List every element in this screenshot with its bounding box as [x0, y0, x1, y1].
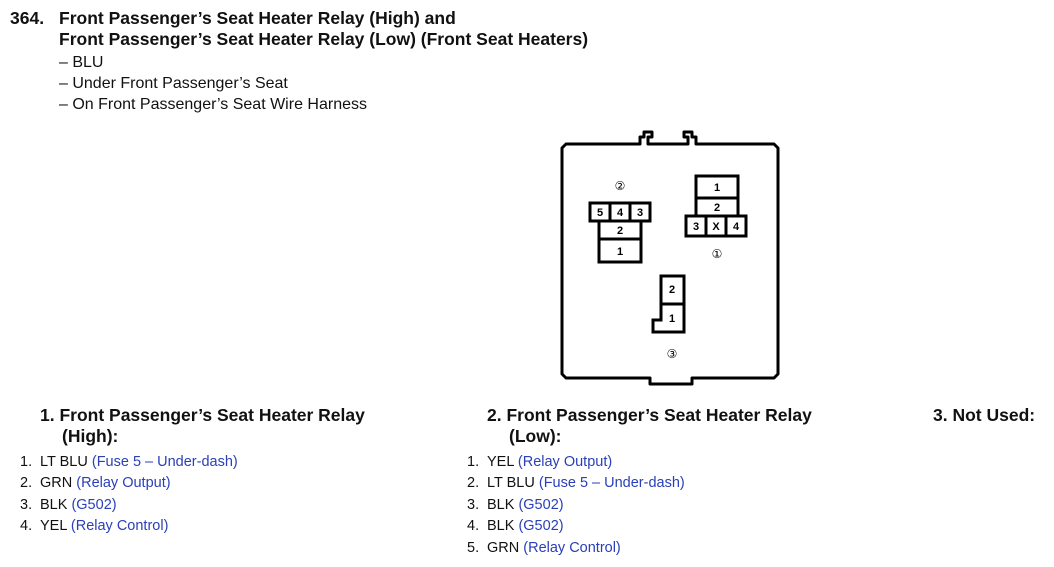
connector-2: ② 5 4 3 2 1 [588, 179, 652, 264]
connector-housing [560, 130, 780, 386]
relay-high-heading-line-2: (High): [62, 426, 119, 446]
connector-diagram: ② 5 4 3 2 1 1 2 3 X 4 ① [556, 126, 786, 393]
connector-1: 1 2 3 X 4 ① [684, 174, 748, 261]
relay-low-pin-list: 1.YEL (Relay Output) 2.LT BLU (Fuse 5 – … [467, 452, 685, 559]
list-item: 1.YEL (Relay Output) [467, 454, 613, 470]
list-item: 3.BLK (G502) [20, 496, 117, 513]
list-item: 4.YEL (Relay Control) [20, 518, 169, 535]
title-line-2: Front Passenger’s Seat Heater Relay (Low… [59, 29, 589, 49]
page-title: 364. Front Passenger’s Seat Heater Relay … [10, 8, 588, 50]
relay-high-heading: 1. Front Passenger’s Seat Heater Relay [40, 405, 365, 425]
connector-2-pin-1: 1 [617, 246, 623, 258]
not-used-section: 3. Not Used: [933, 405, 1035, 426]
relay-low-section: 2. Front Passenger’s Seat Heater Relay (… [487, 405, 812, 447]
relay-low-heading-line-2: (Low): [509, 426, 562, 446]
connector-3: 2 1 ③ [651, 274, 686, 361]
connector-3-pin-2: 2 [669, 284, 675, 296]
list-item: 5.GRN (Relay Control) [467, 539, 621, 556]
detail-location: – Under Front Passenger’s Seat [59, 75, 288, 92]
list-item: 4.BLK (G502) [467, 518, 564, 535]
relay-high-section: 1. Front Passenger’s Seat Heater Relay (… [40, 405, 365, 447]
list-item: 3.BLK (G502) [467, 496, 564, 513]
connector-2-label: ② [615, 179, 626, 193]
detail-harness: – On Front Passenger’s Seat Wire Harness [59, 96, 367, 113]
detail-color: – BLU [59, 54, 104, 71]
list-item: 1.LT BLU (Fuse 5 – Under-dash) [20, 454, 238, 470]
title-line-1: 364.Front Passenger’s Seat Heater Relay … [10, 8, 456, 28]
connector-3-pin-1: 1 [669, 313, 675, 325]
not-used-heading: 3. Not Used: [933, 405, 1036, 425]
connector-2-pin-5: 5 [597, 207, 603, 219]
connector-diagram-svg: ② 5 4 3 2 1 1 2 3 X 4 ① [560, 130, 780, 386]
connector-2-pin-2: 2 [617, 225, 623, 237]
connector-2-pin-3: 3 [637, 207, 643, 219]
item-number: 364. [10, 8, 45, 28]
list-item: 2.LT BLU (Fuse 5 – Under-dash) [467, 475, 685, 492]
connector-1-pin-1: 1 [714, 182, 720, 194]
location-details: – BLU – Under Front Passenger’s Seat – O… [59, 52, 367, 115]
relay-low-heading: 2. Front Passenger’s Seat Heater Relay [487, 405, 812, 425]
list-item: 2.GRN (Relay Output) [20, 475, 171, 492]
connector-3-label: ③ [667, 347, 678, 361]
connector-2-pin-4: 4 [617, 207, 624, 219]
connector-1-pin-4: 4 [733, 221, 740, 233]
relay-high-pin-list: 1.LT BLU (Fuse 5 – Under-dash) 2.GRN (Re… [20, 452, 238, 538]
connector-1-label: ① [712, 247, 723, 261]
connector-1-pin-2: 2 [714, 202, 720, 214]
connector-1-pin-x: X [712, 221, 720, 233]
connector-1-pin-3: 3 [693, 221, 699, 233]
